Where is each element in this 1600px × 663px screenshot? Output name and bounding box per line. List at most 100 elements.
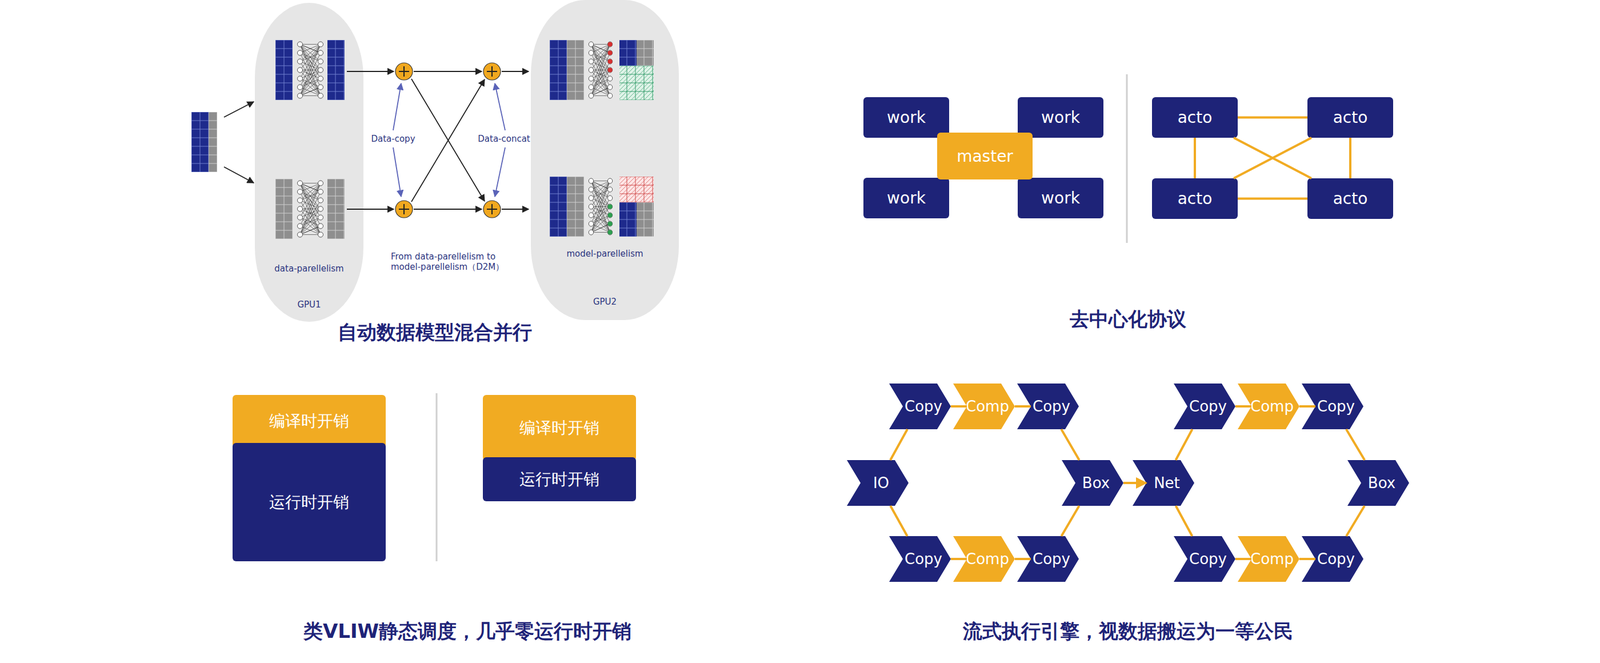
node-text: Copy bbox=[904, 550, 943, 568]
node-text: 运行时开销 bbox=[269, 491, 350, 514]
connector bbox=[1014, 557, 1031, 560]
chevron-fill bbox=[953, 383, 1015, 430]
stage-chevron: Box bbox=[1347, 460, 1410, 506]
connector bbox=[1061, 505, 1079, 536]
annotation: Data-copy bbox=[370, 133, 415, 144]
stage-chevron: Comp bbox=[1237, 383, 1300, 430]
node-text: 编译时开销 bbox=[519, 417, 600, 439]
connector bbox=[950, 405, 967, 408]
node-text: Comp bbox=[1250, 397, 1294, 415]
process-box: acto bbox=[1152, 97, 1238, 138]
process-box: 运行时开销 bbox=[232, 442, 386, 562]
connector bbox=[1175, 429, 1192, 460]
panel-label: data-parellelism bbox=[254, 263, 364, 274]
gpu-panel: model-parellelismGPU2 bbox=[530, 0, 679, 320]
divider bbox=[436, 393, 438, 562]
process-box: work bbox=[1017, 177, 1104, 219]
stage-chevron: IO bbox=[846, 460, 909, 506]
highlight-box: 编译时开销 bbox=[482, 394, 636, 461]
chevron-fill bbox=[1237, 383, 1300, 430]
connector bbox=[1193, 137, 1196, 179]
stage-chevron: Comp bbox=[1237, 536, 1300, 582]
node-text: 运行时开销 bbox=[519, 468, 600, 491]
panel-label: GPU1 bbox=[254, 299, 364, 310]
node-text: Net bbox=[1153, 474, 1180, 492]
connector bbox=[1233, 137, 1312, 179]
stage-chevron: Copy bbox=[1301, 536, 1364, 582]
connector bbox=[1346, 429, 1365, 460]
stage-chevron: Copy bbox=[1017, 383, 1079, 430]
highlight-box: 编译时开销 bbox=[232, 394, 386, 448]
gpu-panel: data-parellelismGPU1 bbox=[254, 2, 364, 322]
node-text: acto bbox=[1333, 108, 1368, 127]
stage-chevron: Copy bbox=[1301, 383, 1364, 430]
node-text: acto bbox=[1177, 189, 1213, 208]
stage-chevron: Net bbox=[1132, 460, 1195, 506]
node-text: Comp bbox=[965, 550, 1010, 568]
chevron-fill bbox=[1132, 460, 1195, 506]
connector bbox=[1299, 405, 1316, 408]
node-text: work bbox=[886, 108, 926, 127]
node-text: Copy bbox=[1032, 397, 1071, 415]
connector bbox=[1346, 505, 1365, 536]
panel-caption: 去中心化协议 bbox=[1069, 306, 1187, 333]
node-text: IO bbox=[873, 474, 890, 492]
chevron-fill bbox=[889, 536, 951, 582]
node-text: work bbox=[1041, 188, 1080, 208]
node-text: acto bbox=[1177, 108, 1213, 127]
node-text: Copy bbox=[904, 397, 943, 415]
process-box: acto bbox=[1152, 178, 1238, 219]
chevron-fill bbox=[1347, 460, 1410, 506]
chevron-fill bbox=[846, 460, 909, 506]
stage-chevron: Comp bbox=[953, 383, 1015, 430]
node-text: Copy bbox=[1189, 550, 1227, 568]
chevron-fill bbox=[1301, 536, 1364, 582]
connector bbox=[1237, 197, 1308, 200]
node-text: Copy bbox=[1317, 550, 1355, 568]
node-text: Comp bbox=[1250, 550, 1294, 568]
input-matrix bbox=[191, 112, 218, 172]
panel-caption: 类VLIW静态调度，几乎零运行时开销 bbox=[303, 618, 632, 645]
stage-chevron: Copy bbox=[1017, 536, 1079, 582]
node-text: master bbox=[956, 146, 1014, 166]
connector bbox=[1176, 505, 1193, 536]
chevron-fill bbox=[1237, 536, 1300, 582]
node-text: Copy bbox=[1189, 397, 1227, 415]
chevron-fill bbox=[889, 383, 951, 430]
divider bbox=[1126, 74, 1128, 243]
process-box: work bbox=[863, 97, 950, 138]
process-box: acto bbox=[1307, 97, 1394, 138]
chevron-fill bbox=[1301, 383, 1364, 430]
connector bbox=[890, 505, 907, 536]
panel-caption: 流式执行引擎，视数据搬运为一等公民 bbox=[962, 618, 1294, 645]
node-text: work bbox=[1041, 108, 1080, 127]
annotation: From data-parellelism to model-parelleli… bbox=[390, 251, 563, 272]
connector bbox=[1014, 405, 1031, 408]
connector bbox=[1235, 557, 1252, 560]
stage-chevron: Box bbox=[1061, 460, 1124, 506]
process-box: acto bbox=[1307, 178, 1394, 219]
connector bbox=[1299, 557, 1316, 560]
chevron-fill bbox=[1061, 460, 1124, 506]
connector bbox=[1233, 137, 1312, 179]
node-text: work bbox=[886, 188, 926, 208]
process-box: 运行时开销 bbox=[482, 457, 636, 502]
stage-chevron: Copy bbox=[889, 383, 951, 430]
connector bbox=[1123, 481, 1147, 484]
stage-chevron: Copy bbox=[889, 536, 951, 582]
node-text: Copy bbox=[1317, 397, 1355, 415]
chevron-fill bbox=[1017, 383, 1079, 430]
panel-label: GPU2 bbox=[530, 296, 679, 307]
panel-caption: 自动数据模型混合并行 bbox=[337, 319, 532, 346]
node-text: acto bbox=[1333, 189, 1368, 208]
chevron-fill bbox=[953, 536, 1015, 582]
node-text: 编译时开销 bbox=[269, 410, 350, 432]
stage-chevron: Copy bbox=[1173, 536, 1236, 582]
chevron-fill bbox=[1173, 536, 1236, 582]
node-text: Box bbox=[1368, 474, 1396, 492]
connector bbox=[1237, 116, 1308, 119]
highlight-box: master bbox=[937, 132, 1033, 180]
node-text: Comp bbox=[965, 397, 1010, 415]
chevron-fill bbox=[1017, 536, 1079, 582]
connector bbox=[1061, 429, 1079, 460]
